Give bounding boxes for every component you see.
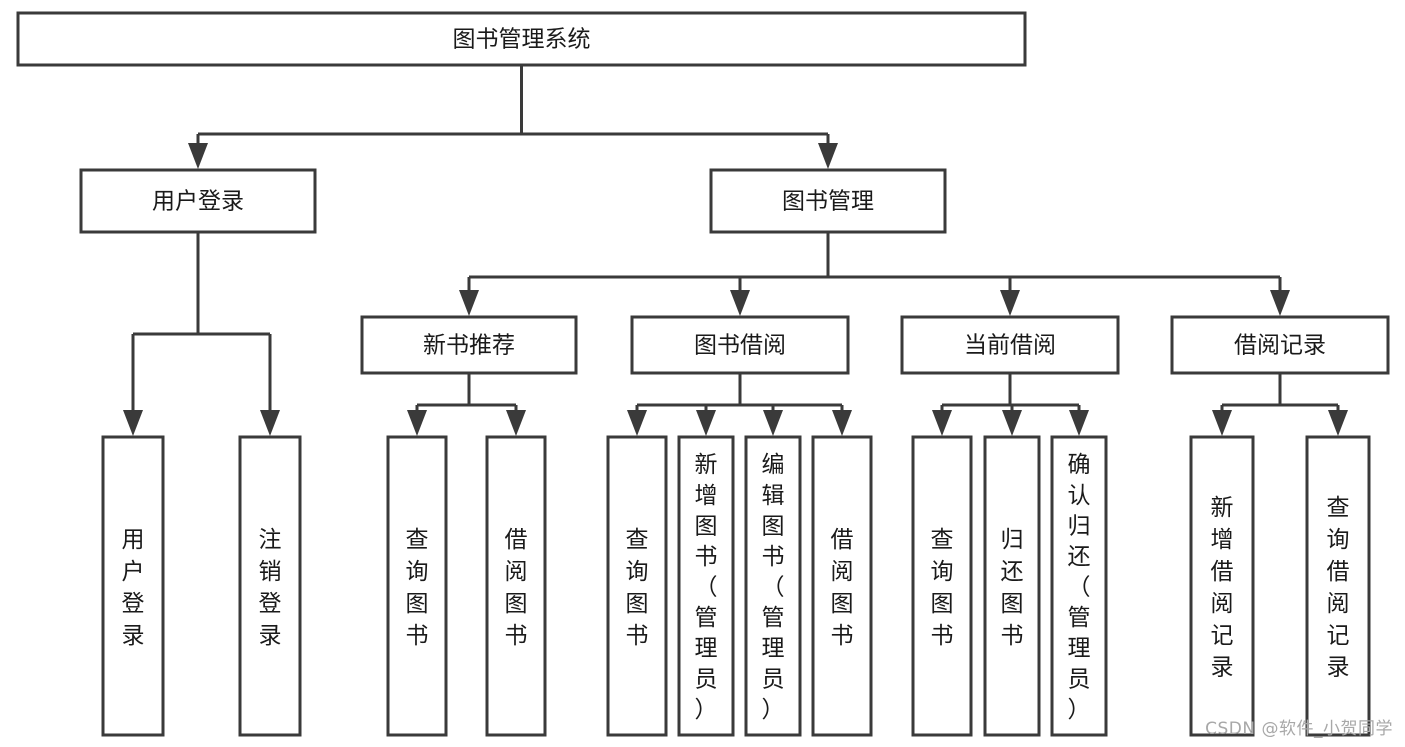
arrow-head-icon	[818, 143, 838, 169]
node-box	[900, 315, 1120, 375]
node-box	[606, 435, 668, 737]
arrow-head-icon	[1270, 290, 1290, 316]
node-label: 新增图书（管理员）	[695, 452, 718, 723]
node-box	[1305, 435, 1371, 737]
arrow-head-icon	[832, 410, 852, 436]
node-box	[360, 315, 578, 375]
arrow-head-icon	[188, 143, 208, 169]
node-leaf-cur-confirm[interactable]: 确认归还（管理员）	[1050, 435, 1108, 737]
node-leaf-user-logout[interactable]: 注销登录	[238, 435, 302, 737]
connectors-layer	[123, 65, 1348, 436]
node-box	[1170, 315, 1390, 375]
node-label: 借阅记录	[1234, 333, 1326, 359]
node-label: 查询图书	[406, 527, 429, 649]
node-label: 借阅图书	[831, 527, 854, 649]
node-box	[485, 435, 547, 737]
arrow-head-icon	[1328, 410, 1348, 436]
node-label: 查询借阅记录	[1327, 495, 1350, 681]
node-leaf-cur-return[interactable]: 归还图书	[983, 435, 1041, 737]
arrow-head-icon	[260, 410, 280, 436]
node-leaf-rec-query[interactable]: 查询借阅记录	[1305, 435, 1371, 737]
node-box	[744, 435, 802, 737]
arrow-head-icon	[932, 410, 952, 436]
node-leaf-new-borrow[interactable]: 借阅图书	[485, 435, 547, 737]
node-label: 编辑图书（管理员）	[762, 452, 785, 723]
node-leaf-bk-query[interactable]: 查询图书	[606, 435, 668, 737]
arrow-head-icon	[459, 290, 479, 316]
arrow-head-icon	[1069, 410, 1089, 436]
node-label: 图书管理	[782, 189, 874, 215]
node-label: 图书借阅	[694, 333, 786, 359]
node-l2-borrow[interactable]: 图书借阅	[630, 315, 850, 375]
node-label: 用户登录	[152, 189, 244, 215]
node-label: 注销登录	[259, 527, 282, 649]
node-box	[1189, 435, 1255, 737]
node-root[interactable]: 图书管理系统	[16, 11, 1027, 67]
node-box	[911, 435, 973, 737]
arrow-head-icon	[407, 410, 427, 436]
node-label: 借阅图书	[505, 527, 528, 649]
node-l1-login[interactable]: 用户登录	[79, 168, 317, 234]
node-box	[16, 11, 1027, 67]
node-leaf-bk-borrow[interactable]: 借阅图书	[811, 435, 873, 737]
node-label: 当前借阅	[964, 333, 1056, 359]
arrow-head-icon	[1000, 290, 1020, 316]
arrow-head-icon	[627, 410, 647, 436]
node-label: 图书管理系统	[453, 27, 591, 53]
arrow-head-icon	[730, 290, 750, 316]
node-l1-book[interactable]: 图书管理	[709, 168, 947, 234]
arrow-head-icon	[506, 410, 526, 436]
node-box	[811, 435, 873, 737]
node-label: 查询图书	[931, 527, 954, 649]
node-leaf-user-login[interactable]: 用户登录	[101, 435, 165, 737]
node-leaf-bk-add[interactable]: 新增图书（管理员）	[677, 435, 735, 737]
nodes-layer: 图书管理系统用户登录图书管理新书推荐图书借阅当前借阅借阅记录用户登录注销登录查询…	[16, 11, 1390, 737]
node-label: 新增借阅记录	[1211, 495, 1234, 681]
node-leaf-rec-add[interactable]: 新增借阅记录	[1189, 435, 1255, 737]
node-box	[630, 315, 850, 375]
node-l2-current[interactable]: 当前借阅	[900, 315, 1120, 375]
node-box	[709, 168, 947, 234]
node-leaf-bk-edit[interactable]: 编辑图书（管理员）	[744, 435, 802, 737]
node-box	[386, 435, 448, 737]
arrow-head-icon	[1212, 410, 1232, 436]
node-label: 用户登录	[122, 527, 145, 649]
node-box	[677, 435, 735, 737]
arrow-head-icon	[763, 410, 783, 436]
node-box	[983, 435, 1041, 737]
arrow-head-icon	[123, 410, 143, 436]
node-box	[1050, 435, 1108, 737]
node-l2-record[interactable]: 借阅记录	[1170, 315, 1390, 375]
node-label: 确认归还（管理员）	[1068, 452, 1091, 723]
node-l2-newbook[interactable]: 新书推荐	[360, 315, 578, 375]
node-box	[101, 435, 165, 737]
node-box	[79, 168, 317, 234]
node-label: 新书推荐	[423, 333, 515, 359]
watermark-label: CSDN @软件_小贺同学	[1205, 719, 1393, 739]
arrow-head-icon	[1002, 410, 1022, 436]
node-label: 查询图书	[626, 527, 649, 649]
node-label: 归还图书	[1001, 527, 1024, 649]
node-box	[238, 435, 302, 737]
node-leaf-new-query[interactable]: 查询图书	[386, 435, 448, 737]
arrow-head-icon	[696, 410, 716, 436]
node-leaf-cur-query[interactable]: 查询图书	[911, 435, 973, 737]
